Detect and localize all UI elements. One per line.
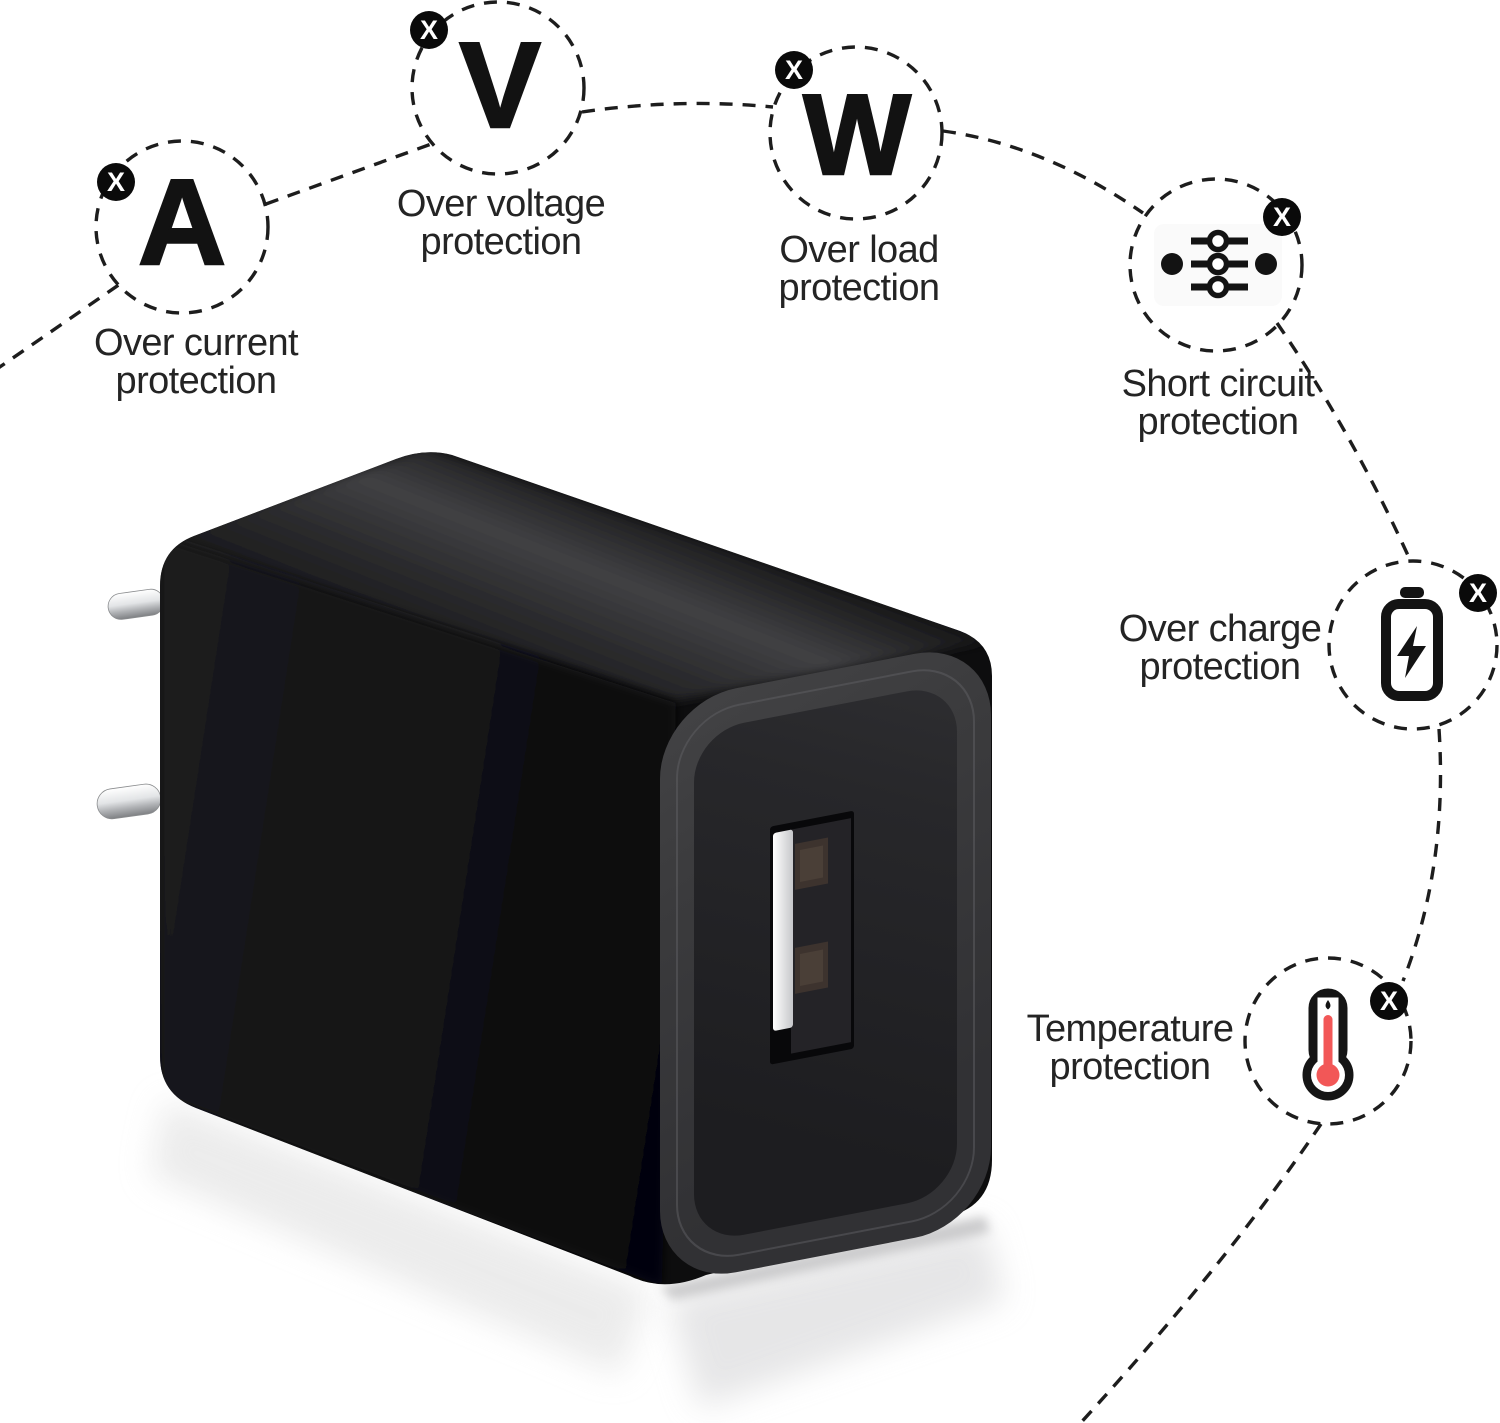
protection-x-badge-temperature: X [1370, 982, 1408, 1020]
connector-line-charge-to-temperature [1401, 728, 1443, 982]
protection-x-badge-over-voltage: X [410, 11, 448, 49]
thermometer-icon [1302, 988, 1354, 1101]
temperature-label: Temperature protection [970, 1010, 1290, 1086]
connector-lines [0, 101, 1443, 1423]
charger-front-face [660, 652, 991, 1274]
usb-contact-slot-inner [800, 845, 823, 882]
over-voltage-symbol: V [458, 17, 542, 153]
label-line: Over charge [1118, 608, 1322, 650]
connector-line-short-circuit-to-charge [1275, 322, 1413, 563]
over-load-label: Over load protection [699, 231, 1019, 307]
feature-circle-temperature [1243, 956, 1413, 1126]
over-current-label: Over current protection [36, 324, 356, 400]
label-line: protection [1139, 646, 1301, 688]
protection-x-badge-over-charge: X [1459, 574, 1497, 612]
charger-reflection [150, 1100, 650, 1375]
label-line: protection [115, 360, 277, 402]
battery-charging-icon [1381, 587, 1443, 701]
charger-side-face [160, 537, 676, 1285]
label-line: Short circuit [1121, 363, 1315, 405]
connector-line-current-to-voltage [265, 141, 435, 206]
charger-reflection [668, 1224, 1005, 1408]
connector-line-voltage-to-load [581, 101, 774, 114]
usb-port-tongue [773, 829, 793, 1031]
label-line: protection [778, 267, 940, 309]
protection-x-badge-over-current: X [97, 163, 135, 201]
feature-circle-short-circuit [1128, 177, 1304, 353]
plug-prong-bottom [96, 783, 162, 820]
over-load-symbol: W [802, 72, 912, 199]
feature-circles [94, 0, 1499, 1126]
usb-port [770, 811, 854, 1065]
usb-contact-slot-inner [800, 949, 823, 986]
feature-circle-over-load [768, 45, 944, 221]
short-circuit-label: Short circuit protection [1058, 365, 1378, 441]
protection-x-badge-over-load: X [775, 51, 813, 89]
connector-line-load-to-short-circuit [942, 129, 1144, 215]
feature-circle-over-current [94, 139, 270, 315]
charger-top-face [163, 452, 992, 701]
front-bezel-rim-line [676, 669, 975, 1257]
label-line: Over current [94, 322, 299, 364]
over-current-symbol: A [137, 154, 228, 290]
connector-line-temperature-to-bottom [1078, 1123, 1323, 1423]
label-line: Temperature [1026, 1008, 1234, 1050]
feature-circle-over-voltage [410, 0, 586, 176]
charger-photo [96, 452, 1005, 1408]
feature-circle-over-charge [1327, 559, 1499, 731]
label-line: protection [420, 221, 582, 263]
connector-line-left-edge-to-current [0, 282, 121, 369]
sliders-icon [1154, 224, 1282, 306]
protection-x-badge-short-circuit: X [1263, 198, 1301, 236]
label-line: protection [1049, 1046, 1211, 1088]
label-line: protection [1137, 401, 1299, 443]
over-charge-label: Over charge protection [1060, 610, 1380, 686]
label-line: Over voltage [396, 183, 606, 225]
over-voltage-label: Over voltage protection [341, 185, 661, 261]
plug-prong-top [107, 588, 165, 620]
label-line: Over load [779, 229, 939, 271]
